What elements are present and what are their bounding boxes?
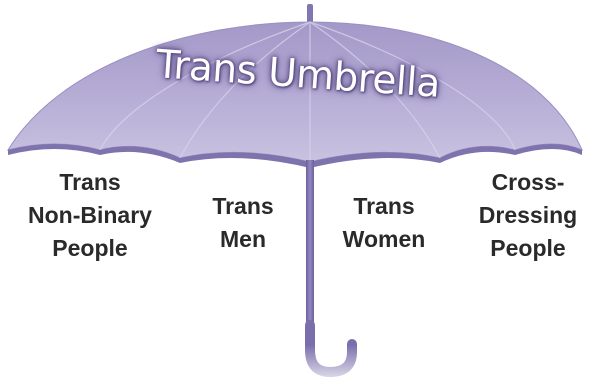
label-trans-men: Trans Men xyxy=(188,190,298,256)
label-line: People xyxy=(0,232,180,265)
label-line: Trans xyxy=(188,190,298,223)
label-line: Cross- xyxy=(464,166,592,199)
label-cross-dressing-people: Cross- Dressing People xyxy=(464,166,592,265)
label-line: Trans xyxy=(322,190,446,223)
label-line: Men xyxy=(188,223,298,256)
label-line: People xyxy=(464,232,592,265)
label-line: Dressing xyxy=(464,199,592,232)
label-line: Non-Binary xyxy=(0,199,180,232)
label-trans-non-binary-people: Trans Non-Binary People xyxy=(0,166,180,265)
label-trans-women: Trans Women xyxy=(322,190,446,256)
label-line: Women xyxy=(322,223,446,256)
label-line: Trans xyxy=(0,166,180,199)
umbrella-shaft xyxy=(306,160,314,330)
